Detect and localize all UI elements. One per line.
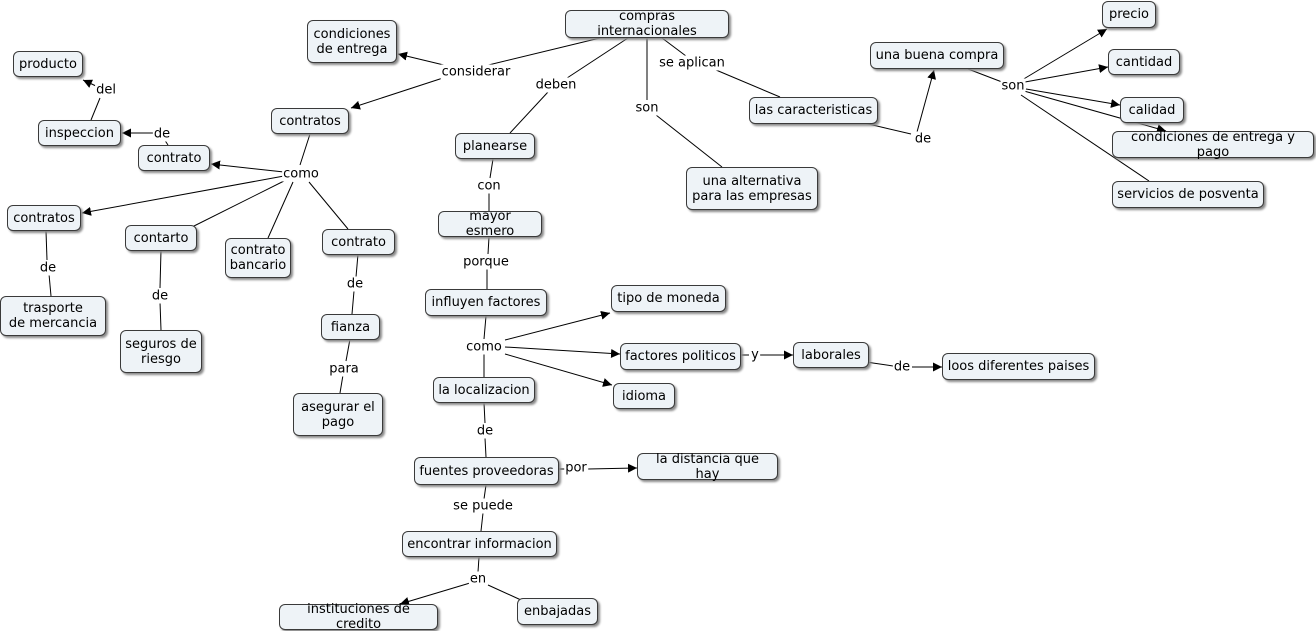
- node-planearse[interactable]: planearse: [455, 133, 535, 159]
- node-producto[interactable]: producto: [13, 51, 83, 77]
- node-factores-politicos[interactable]: factores politicos: [620, 343, 741, 370]
- node-la-localizacion[interactable]: la localizacion: [433, 377, 535, 403]
- link-son-compra: son: [1000, 78, 1026, 94]
- node-contrato-mid[interactable]: contrato: [322, 229, 395, 255]
- node-encontrar-informacion[interactable]: encontrar informacion: [402, 531, 557, 557]
- node-influyen-factores[interactable]: influyen factores: [425, 289, 547, 316]
- node-tipo-de-moneda[interactable]: tipo de moneda: [611, 285, 726, 312]
- node-condiciones-de-entrega-y-pago[interactable]: condiciones de entrega y pago: [1112, 130, 1314, 160]
- link-como-contratos: como: [282, 166, 320, 182]
- link-se-aplican: se aplican: [658, 55, 726, 71]
- link-considerar: considerar: [440, 64, 512, 80]
- node-contratos-left[interactable]: contratos: [7, 205, 81, 231]
- link-de-inspeccion: de: [152, 126, 172, 142]
- node-una-buena-compra[interactable]: una buena compra: [870, 42, 1004, 69]
- node-enbajadas[interactable]: enbajadas: [517, 598, 598, 625]
- node-seguros[interactable]: seguros de riesgo: [120, 330, 202, 373]
- node-contarto[interactable]: contarto: [125, 225, 197, 251]
- node-servicios-de-posventa[interactable]: servicios de posventa: [1112, 181, 1264, 208]
- link-con: con: [476, 178, 502, 194]
- link-y: y: [750, 347, 760, 363]
- node-contrato-bancario[interactable]: contrato bancario: [225, 238, 291, 278]
- link-de-paises: de: [892, 359, 912, 375]
- node-calidad[interactable]: calidad: [1120, 97, 1184, 123]
- link-se-puede: se puede: [452, 498, 514, 514]
- node-trasporte[interactable]: trasporte de mercancia: [0, 296, 106, 336]
- link-para: para: [328, 361, 360, 377]
- link-de-fianza: de: [345, 276, 365, 292]
- node-asegurar-el-pago[interactable]: asegurar el pago: [293, 393, 383, 436]
- node-la-distancia-que-hay[interactable]: la distancia que hay: [637, 452, 778, 482]
- node-compras-internacionales[interactable]: compras internacionales: [565, 9, 729, 39]
- node-idioma[interactable]: idioma: [613, 383, 675, 409]
- link-por: por: [564, 460, 588, 476]
- node-contratos-top[interactable]: contratos: [271, 108, 349, 134]
- node-loos-diferentes-paises[interactable]: loos diferentes paises: [942, 353, 1095, 380]
- link-de-seguros: de: [150, 288, 170, 304]
- node-contrato-left[interactable]: contrato: [138, 145, 210, 171]
- link-deben: deben: [534, 77, 578, 93]
- link-en: en: [468, 571, 488, 587]
- link-como-factores: como: [465, 339, 503, 355]
- node-cantidad[interactable]: cantidad: [1108, 49, 1180, 75]
- node-mayor-esmero[interactable]: mayor esmero: [438, 209, 542, 239]
- link-son-alternativa: son: [634, 100, 660, 116]
- link-del: del: [95, 82, 117, 98]
- link-de-localizacion: de: [475, 423, 495, 439]
- link-porque: porque: [462, 254, 510, 270]
- node-precio[interactable]: precio: [1102, 1, 1156, 28]
- node-inspeccion[interactable]: inspeccion: [38, 120, 121, 146]
- node-una-alternativa[interactable]: una alternativa para las empresas: [686, 167, 818, 210]
- node-fianza[interactable]: fianza: [321, 314, 380, 340]
- link-de-caracteristicas: de: [913, 131, 933, 147]
- node-condiciones-de-entrega[interactable]: condiciones de entrega: [307, 20, 397, 63]
- node-instituciones-de-credito[interactable]: instituciones de credito: [279, 602, 438, 631]
- node-las-caracteristicas[interactable]: las caracteristicas: [749, 97, 878, 124]
- node-fuentes-proveedoras[interactable]: fuentes proveedoras: [414, 457, 559, 485]
- link-de-trasporte: de: [38, 260, 58, 276]
- node-laborales[interactable]: laborales: [793, 342, 869, 368]
